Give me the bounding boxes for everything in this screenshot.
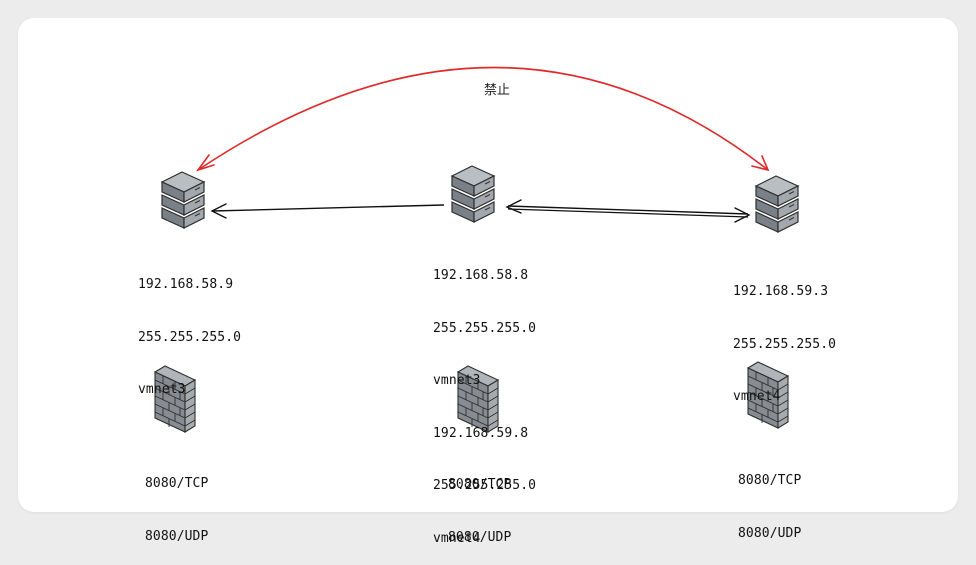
forbidden-arrow	[197, 66, 769, 171]
firewall-left-ports: 8080/TCP 8080/UDP	[145, 440, 208, 563]
server-middle-ip2: 192.168.59.8	[433, 425, 529, 441]
firewall-middle-ports: 8080/TCP 8080/UDP	[448, 441, 511, 564]
firewall-left-tcp: 8080/TCP	[145, 476, 209, 491]
firewall-middle-tcp: 8080/TCP	[448, 477, 512, 492]
server-icon-left	[161, 171, 205, 229]
firewall-right-ports: 8080/TCP 8080/UDP	[738, 437, 801, 560]
server-middle-ip: 192.168.58.8	[433, 268, 529, 283]
server-icon-middle	[451, 165, 495, 223]
firewall-middle-udp: 8080/UDP	[448, 529, 512, 545]
server-middle-mask2: 255.255.255.0	[433, 478, 537, 493]
server-right-mask: 255.255.255.0	[733, 336, 837, 352]
server-right-ip: 192.168.59.3	[733, 284, 829, 299]
firewall-right-tcp: 8080/TCP	[738, 473, 802, 488]
arrow-middle-right	[507, 205, 749, 215]
server-left-ip: 192.168.58.9	[138, 277, 234, 292]
connections	[154, 66, 799, 433]
server-middle-mask: 255.255.255.0	[433, 320, 537, 336]
server-right-iface: vmnet4	[733, 389, 781, 404]
server-middle-iface: vmnet3	[433, 373, 481, 388]
forbidden-arrowhead-left	[195, 154, 215, 172]
server-left-iface: vmnet3	[138, 382, 186, 397]
server-left-mask: 255.255.255.0	[138, 329, 242, 345]
forbidden-arrowhead-right	[751, 155, 770, 172]
forbidden-label: 禁止	[484, 83, 511, 98]
server-left-info: 192.168.58.9 255.255.255.0 vmnet3	[138, 241, 241, 416]
server-icon-right	[755, 175, 799, 233]
firewall-right-udp: 8080/UDP	[738, 525, 802, 541]
arrow-middle-to-left	[211, 204, 445, 212]
server-right-info: 192.168.59.3 255.255.255.0 vmnet4	[733, 248, 836, 423]
firewall-left-udp: 8080/UDP	[145, 528, 209, 544]
